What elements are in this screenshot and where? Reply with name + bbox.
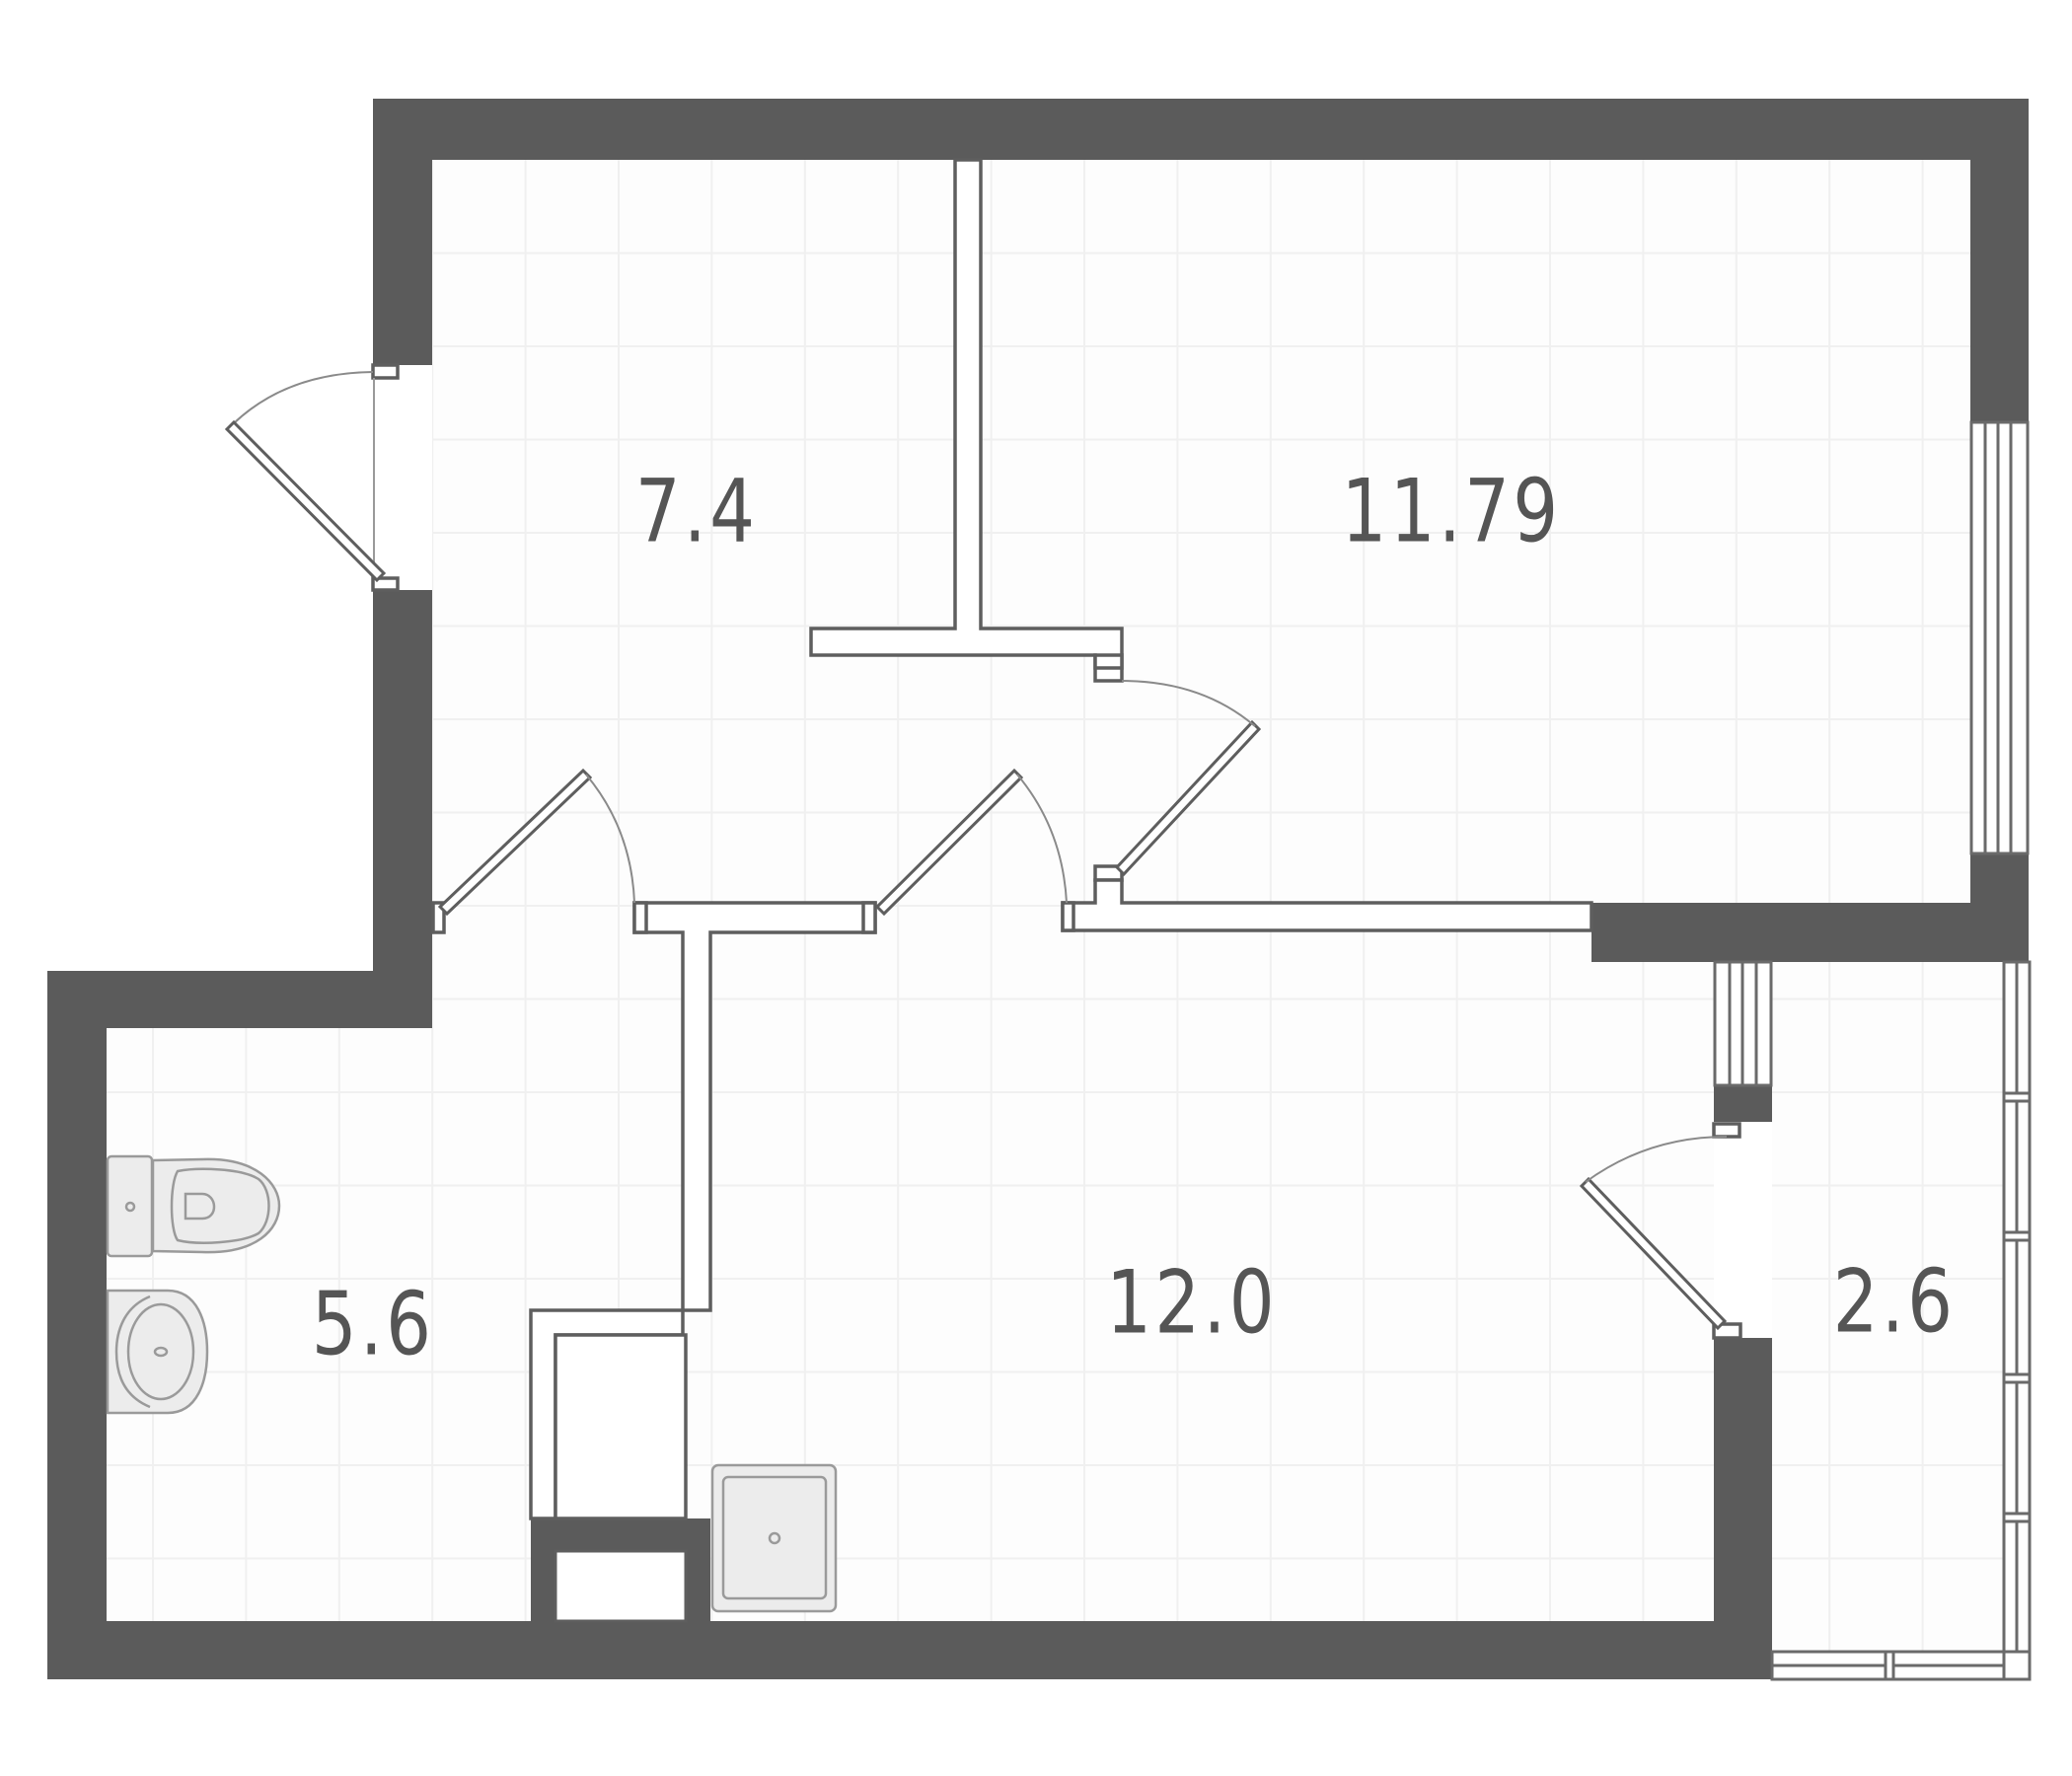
walls <box>47 99 2029 1679</box>
wall-balcony-pier <box>1714 1085 1772 1122</box>
room-area-kitchen: 12.0 <box>1106 1252 1278 1354</box>
door-jamb-balcony <box>1712 1122 1741 1139</box>
room-area-bedroom: 11.79 <box>1342 461 1562 562</box>
wall-top <box>373 99 2029 160</box>
door-bedroom <box>1114 680 1262 877</box>
room-area-bathroom: 5.6 <box>312 1274 435 1375</box>
partition-bedroom-vertical <box>809 158 1124 683</box>
kitchen-sink <box>710 1463 838 1613</box>
windows <box>1713 420 2032 1681</box>
wall-kitchen-right <box>1714 1338 1772 1679</box>
window-bedroom <box>1969 420 2030 855</box>
wall-right-upper <box>1970 99 2029 422</box>
door-hall-kitchen <box>874 768 1068 917</box>
door-balcony <box>1579 1136 1728 1331</box>
toilet-tank <box>106 1154 154 1258</box>
door-jamb <box>632 901 648 934</box>
toilet <box>106 1154 281 1258</box>
shaft-void <box>554 1549 688 1623</box>
door-jamb-balcony-lower <box>1712 1322 1742 1340</box>
shaft-top <box>531 1518 710 1551</box>
room-area-balcony: 2.6 <box>1833 1251 1957 1353</box>
wall-hall-left-lower <box>373 590 432 1028</box>
wall-hall-left-upper <box>373 99 432 365</box>
partitions <box>371 158 1742 1623</box>
door-jamb-corridor-left <box>431 901 446 934</box>
window-balcony-door <box>1713 960 1773 1087</box>
balcony-glazing-right <box>2002 960 2032 1681</box>
balcony-glazing-bottom <box>1770 1650 2032 1681</box>
room-area-hallway: 7.4 <box>635 461 759 562</box>
shaft-inner-box <box>554 1333 688 1520</box>
washbasin <box>106 1289 209 1415</box>
door-jamb <box>1061 901 1075 932</box>
shaft-left <box>531 1518 555 1621</box>
wall-bottom <box>47 1621 1772 1679</box>
shaft-right <box>686 1518 710 1621</box>
wall-mid-horizontal <box>1591 903 2029 962</box>
area-labels: 7.4 11.79 5.6 12.0 2.6 <box>312 461 1957 1375</box>
door-jamb-entrance-top <box>371 363 400 380</box>
door-jamb <box>861 901 877 934</box>
door-entrance <box>224 371 387 583</box>
door-jamb-entrance-bottom <box>371 576 400 592</box>
partition-bedroom-stub <box>1061 878 1593 932</box>
wall-left-outer <box>47 971 107 1679</box>
door-jamb-bedroom-upper <box>1093 653 1124 670</box>
toilet-bowl <box>151 1157 281 1254</box>
wall-bath-top <box>47 971 432 1028</box>
doors <box>224 371 1728 1331</box>
door-hall-bathroom <box>437 768 635 917</box>
